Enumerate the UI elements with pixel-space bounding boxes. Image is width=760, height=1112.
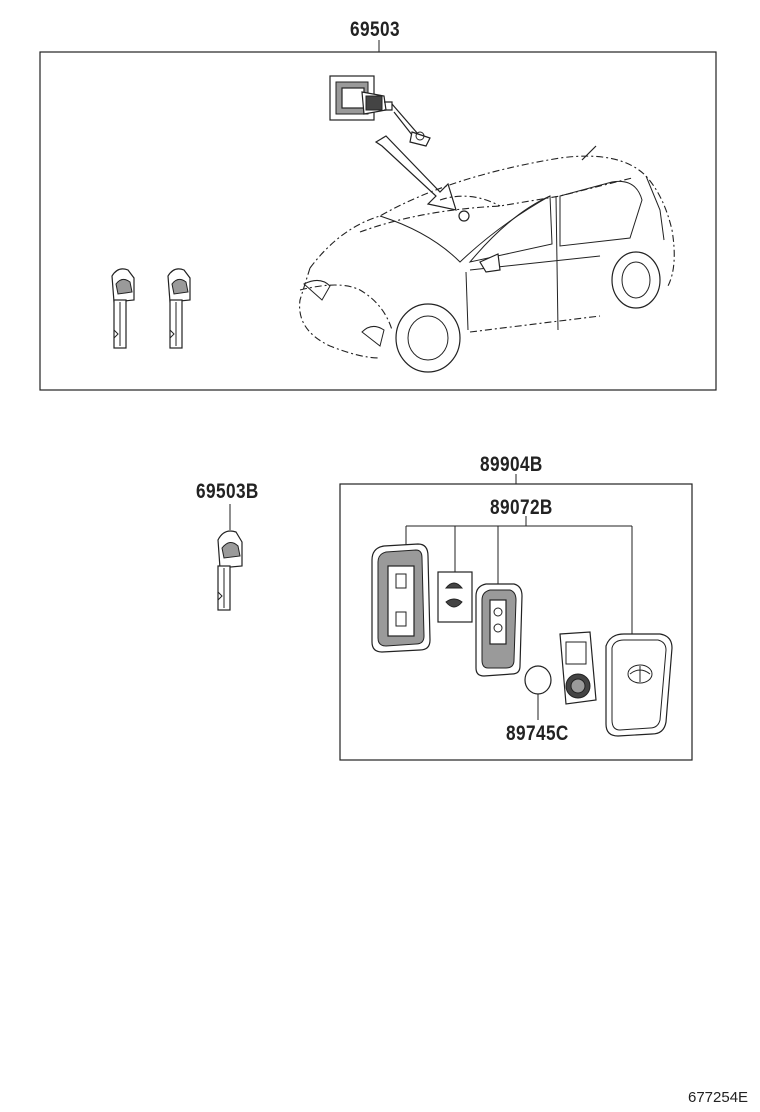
part-label-89072b: 89072B xyxy=(490,496,553,519)
button-pad-icon xyxy=(437,571,473,623)
key-icon xyxy=(217,504,243,611)
illustration-code: 677254E xyxy=(688,1089,749,1106)
smart-key-fob-icon xyxy=(605,633,673,737)
part-label-89745c: 89745C xyxy=(506,722,569,745)
door-lock-cylinder-icon xyxy=(329,75,431,147)
part-label-89904b: 89904B xyxy=(480,453,543,476)
coin-battery-icon xyxy=(524,665,552,695)
car-icon xyxy=(299,145,675,373)
key-housing-icon xyxy=(475,583,523,677)
smart-key-frame xyxy=(339,474,693,761)
assembly-frame xyxy=(39,40,717,391)
key-icon xyxy=(167,268,191,349)
part-label-69503: 69503 xyxy=(350,18,400,41)
key-housing-icon xyxy=(371,543,431,653)
circuit-board-icon xyxy=(559,631,597,705)
part-label-69503b: 69503B xyxy=(196,480,259,503)
key-icon xyxy=(111,268,135,349)
arrow-icon xyxy=(374,135,457,211)
